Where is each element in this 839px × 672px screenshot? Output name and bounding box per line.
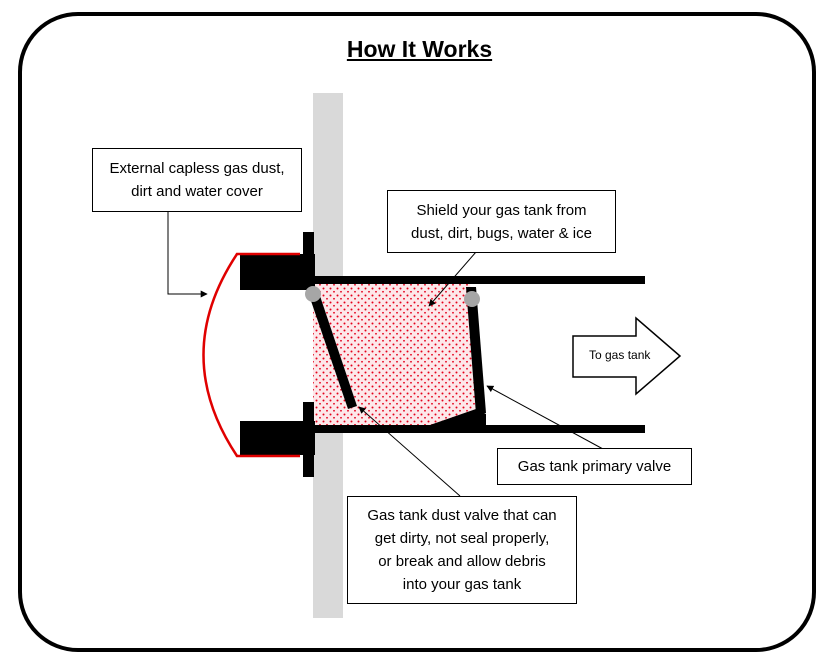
page-title: How It Works [346, 36, 493, 62]
tube-top-wall [313, 276, 645, 284]
callout-primary-valve: Gas tank primary valve [497, 448, 692, 485]
dust-valve [310, 296, 357, 409]
primary-valve [466, 287, 486, 414]
callout-external-cover: External capless gas dust, dirt and wate… [92, 148, 302, 212]
upper-flange-lip [303, 232, 314, 290]
callout-external-cover-line-2: dirt and water cover [131, 183, 263, 200]
callout-shield-line-2: dust, dirt, bugs, water & ice [411, 224, 592, 242]
callout-shield: Shield your gas tank from dust, dirt, bu… [387, 190, 616, 253]
seal-left [305, 286, 321, 302]
callout-primary-valve-line-1: Gas tank primary valve [517, 458, 672, 475]
lower-flange-lip [303, 402, 314, 477]
primary-valve-base [430, 409, 486, 425]
callout-dust-valve-line-2: get dirty, not seal properly, [374, 530, 550, 547]
callout-dust-valve-line-1: Gas tank dust valve that can [367, 507, 557, 524]
callout-shield-line-1: Shield your gas tank from [416, 201, 587, 219]
leader-dust-valve [358, 406, 461, 497]
capless-cover [202, 252, 300, 458]
lower-flange [240, 421, 315, 455]
upper-flange [240, 254, 315, 290]
callout-dust-valve-line-4: into your gas tank [402, 576, 522, 593]
to-gas-tank-arrow [572, 316, 682, 396]
leader-primary-valve [486, 385, 604, 450]
callout-external-cover-line-1: External capless gas dust, [109, 160, 285, 177]
seal-right [464, 291, 480, 307]
leader-external-cover [167, 211, 208, 298]
leader-shield [428, 251, 477, 307]
callout-dust-valve-line-3: or break and allow debris [378, 553, 546, 570]
filler-chamber [313, 283, 482, 425]
tube-bottom-wall [313, 425, 645, 433]
callout-dust-valve: Gas tank dust valve that can get dirty, … [347, 496, 577, 604]
to-gas-tank-label: To gas tank [589, 348, 651, 362]
